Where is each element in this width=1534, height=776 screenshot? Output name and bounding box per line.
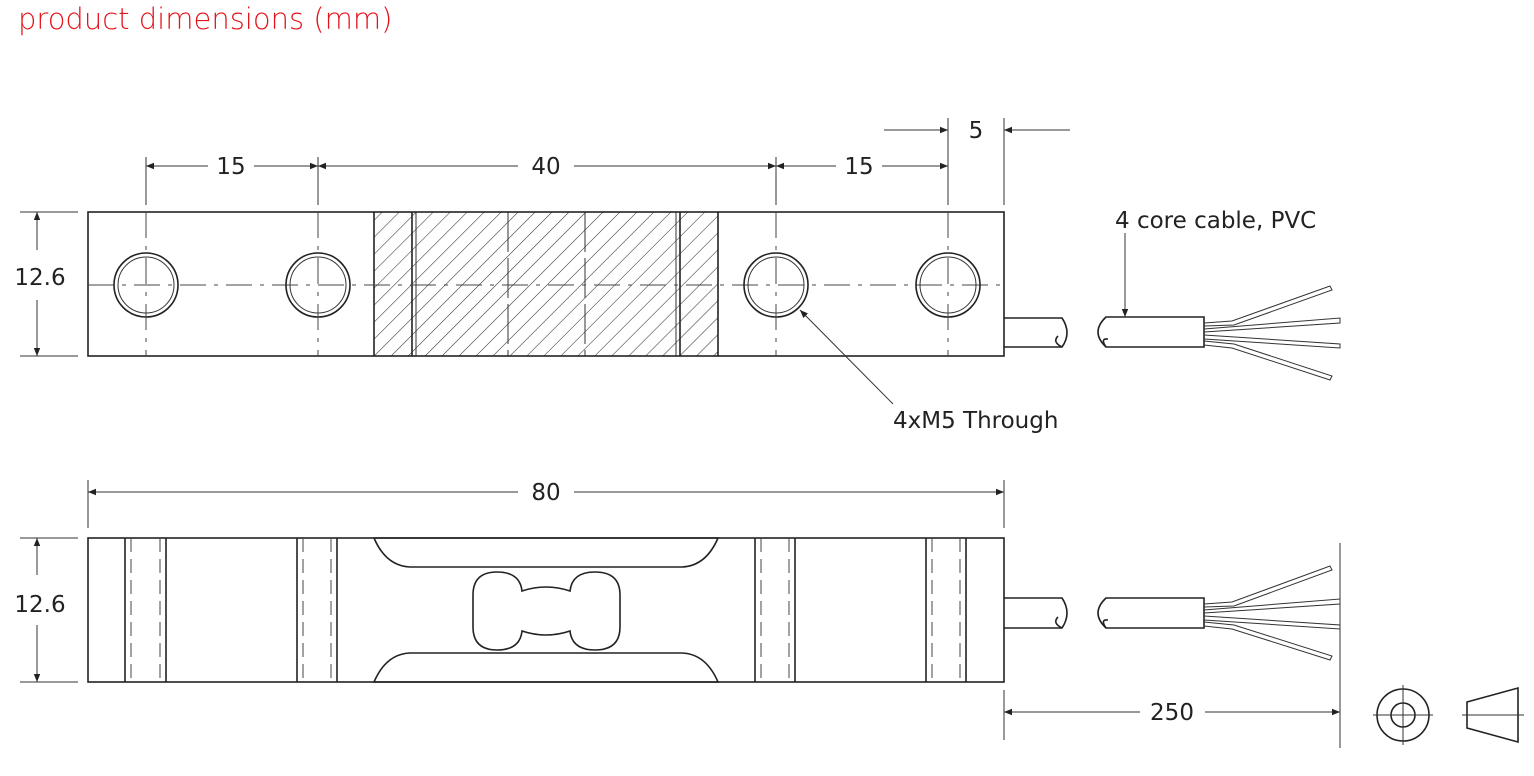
cable-top <box>1004 285 1341 381</box>
dim-cable-length: 250 <box>1150 700 1194 726</box>
dim-hole-pitch-left: 15 <box>216 154 245 180</box>
load-cell-body-top <box>87 211 1005 357</box>
page-title: product dimensions (mm) <box>18 2 393 36</box>
hatched-gauge-area <box>374 212 718 356</box>
dim-hole-pitch-right: 15 <box>844 154 873 180</box>
dim-end-offset: 5 <box>969 118 984 144</box>
dim-height-side: 12.6 <box>14 592 65 618</box>
dim-height-top: 12.6 <box>14 265 65 291</box>
dim-center-span: 40 <box>531 154 560 180</box>
side-view: 80 12.6 250 <box>14 480 1524 748</box>
dumbbell-cutout <box>472 571 621 651</box>
cable-side <box>1004 565 1341 661</box>
load-cell-body-side <box>87 537 1005 683</box>
dimension-lines <box>33 126 1070 356</box>
top-view: 15 40 15 5 12.6 4xM5 Through <box>14 118 1341 434</box>
annotation-cable: 4 core cable, PVC <box>1115 208 1316 234</box>
mounting-holes <box>113 212 981 356</box>
annotation-holes: 4xM5 Through <box>893 408 1058 434</box>
dim-overall-length: 80 <box>531 480 560 506</box>
projection-symbol-icon <box>1373 685 1524 745</box>
